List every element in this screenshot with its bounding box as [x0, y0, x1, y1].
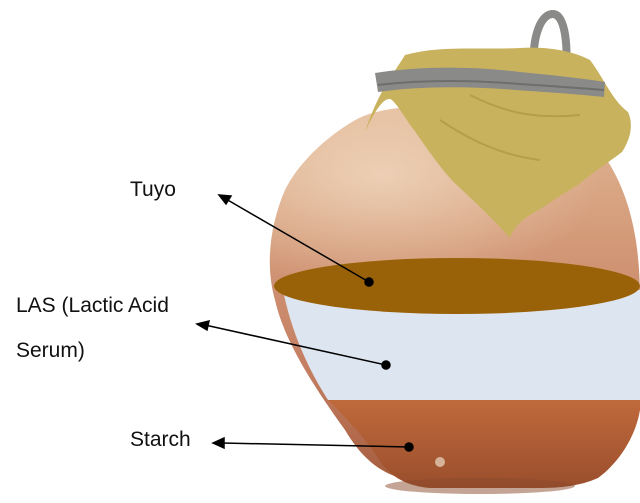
label-starch: Starch: [130, 421, 191, 459]
arrow-tuyo-dot: [365, 278, 373, 286]
pot-base-shadow: [385, 478, 575, 494]
label-las-line2: Serum): [16, 332, 85, 370]
arrow-starch-dot: [405, 443, 413, 451]
arrow-las-head: [197, 321, 209, 330]
starch-speck: [435, 457, 445, 467]
arrow-tuyo-head: [219, 195, 231, 204]
starch-layer: [328, 400, 640, 488]
label-las-line1: LAS (Lactic Acid: [16, 287, 169, 325]
arrow-starch-head: [213, 438, 224, 448]
arrow-las-dot: [382, 361, 390, 369]
label-tuyo: Tuyo: [130, 171, 176, 209]
tuyo-layer: [274, 258, 640, 314]
